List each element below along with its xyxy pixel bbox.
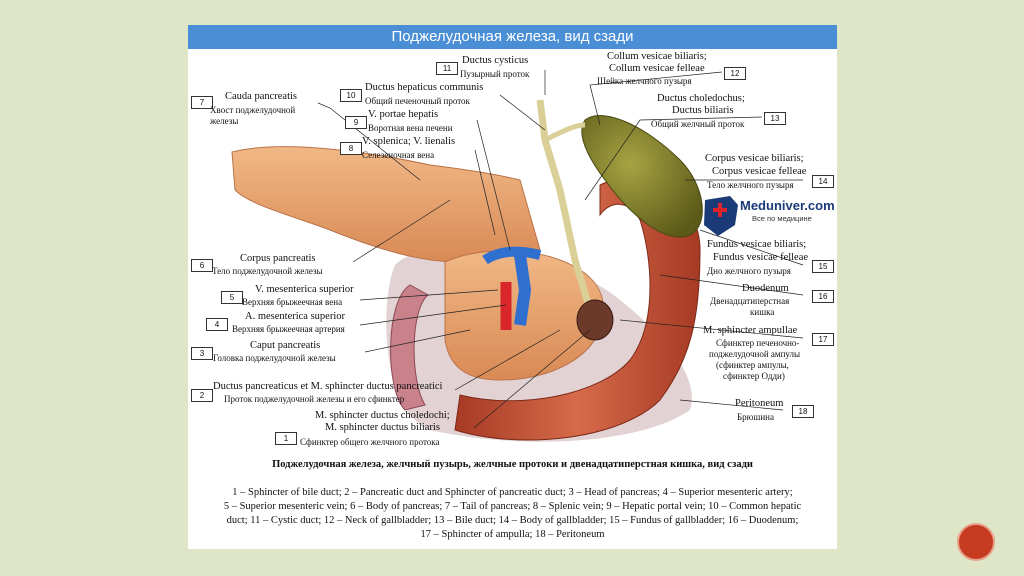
label-16-russian-2: кишка (750, 307, 775, 317)
label-number-13: 13 (764, 112, 786, 125)
label-number-15: 15 (812, 260, 834, 273)
label-1-latin-2: M. sphincter ductus biliaris (325, 422, 440, 433)
label-8-russian: Селезеночная вена (362, 150, 435, 160)
label-1-russian: Сфинктер общего желчного протока (300, 437, 440, 447)
ampulla-opening (576, 299, 614, 341)
label-4-russian: Верхняя брыжеечная артерия (232, 324, 345, 334)
label-number-4: 4 (206, 318, 228, 331)
label-17-russian-3: (сфинктер ампулы, (716, 360, 789, 370)
label-17-russian: Сфинктер печеночно- (716, 338, 800, 348)
label-3-latin: Caput pancreatis (250, 340, 321, 351)
label-18-russian: Брюшина (737, 412, 774, 422)
legend-line-2: 5 – Superior mesenteric vein; 6 – Body o… (223, 501, 802, 512)
label-16-russian: Двенадцатиперстная (710, 296, 790, 306)
label-number-5: 5 (221, 291, 243, 304)
label-number-1: 1 (275, 432, 297, 445)
label-6-russian: Тело поджелудочной железы (212, 266, 323, 276)
label-10-latin: Ductus hepaticus communis (365, 82, 484, 93)
cystic-duct (543, 122, 586, 143)
label-15-latin: Fundus vesicae biliaris; (707, 239, 807, 250)
gallbladder (581, 115, 703, 238)
label-7-russian: Хвост поджелудочной (210, 105, 296, 115)
label-5-latin: V. mesenterica superior (255, 284, 354, 295)
label-10-russian: Общий печеночный проток (365, 96, 470, 106)
label-13-latin: Ductus choledochus; (657, 93, 745, 104)
label-7-russian-2: железы (210, 116, 239, 126)
label-12-latin: Collum vesicae biliaris; (607, 51, 707, 62)
label-9-russian: Воротная вена печени (368, 123, 453, 133)
label-6-latin: Corpus pancreatis (240, 253, 316, 264)
label-13-russian: Общий желчный проток (651, 119, 745, 129)
left-bowel-loop (390, 284, 429, 411)
label-9-latin: V. portae hepatis (368, 109, 439, 120)
logo-name: Meduniver.com (740, 198, 835, 213)
label-11-latin: Ductus cysticus (462, 55, 529, 66)
slide-nav-button[interactable] (957, 523, 995, 561)
label-number-11: 11 (436, 62, 458, 75)
label-number-6: 6 (191, 259, 213, 272)
label-14-latin-2: Corpus vesicae felleae (712, 166, 807, 177)
label-13-latin-2: Ductus biliaris (672, 105, 734, 116)
label-2-russian: Проток поджелудочной железы и его сфинкт… (224, 394, 405, 404)
figure-title: Поджелудочная железа, вид сзади (188, 25, 837, 49)
label-number-17: 17 (812, 333, 834, 346)
label-11-russian: Пузырный проток (460, 69, 530, 79)
label-number-10: 10 (340, 89, 362, 102)
label-4-latin: A. mesenterica superior (245, 311, 346, 322)
label-17-russian-2: поджелудочной ампулы (709, 349, 801, 359)
label-2-latin: Ductus pancreaticus et M. sphincter duct… (213, 381, 443, 392)
label-12-russian: Шейка желчного пузыря (597, 76, 692, 86)
label-number-16: 16 (812, 290, 834, 303)
label-1-latin: M. sphincter ductus choledochi; (315, 410, 450, 421)
logo-tagline: Все по медицине (752, 214, 812, 223)
label-7-latin: Cauda pancreatis (225, 91, 298, 102)
label-number-7: 7 (191, 96, 213, 109)
label-14-russian: Тело желчного пузыря (707, 180, 794, 190)
label-17-latin: M. sphincter ampullae (703, 325, 798, 336)
bile-ducts (536, 99, 594, 312)
label-8-latin: V. splenica; V. lienalis (362, 136, 456, 147)
label-12-latin-2: Collum vesicae felleae (609, 63, 705, 74)
legend-line-4: 17 – Sphincter of ampulla; 18 – Peritone… (420, 529, 605, 540)
label-number-8: 8 (340, 142, 362, 155)
label-5-russian: Верхняя брыжеечная вена (242, 297, 343, 307)
splenic-vein (482, 246, 542, 265)
portal-vein (514, 254, 532, 326)
label-14-latin: Corpus vesicae biliaris; (705, 153, 804, 164)
label-number-2: 2 (191, 389, 213, 402)
label-number-12: 12 (724, 67, 746, 80)
legend-line-3: duct; 11 – Cystic duct; 12 – Neck of gal… (226, 515, 799, 526)
label-15-russian: Дно желчного пузыря (707, 266, 791, 276)
label-number-18: 18 (792, 405, 814, 418)
label-3-russian: Головка поджелудочной железы (213, 353, 336, 363)
label-number-9: 9 (345, 116, 367, 129)
legend-line-1: 1 – Sphincter of bile duct; 2 – Pancreat… (232, 487, 793, 498)
leader-lines (317, 70, 804, 429)
label-number-14: 14 (812, 175, 834, 188)
label-number-3: 3 (191, 347, 213, 360)
legend: 1 – Sphincter of bile duct; 2 – Pancreat… (192, 486, 833, 542)
label-16-latin: Duodenum (742, 283, 789, 294)
label-18-latin: Peritoneum (735, 398, 784, 409)
label-17-russian-4: сфинктер Одди) (723, 371, 785, 381)
label-15-latin-2: Fundus vesicae felleae (713, 252, 809, 263)
figure-caption: Поджелудочная железа, желчный пузырь, же… (272, 459, 753, 470)
duodenum (454, 176, 701, 441)
pancreas-body-tail (231, 146, 541, 263)
